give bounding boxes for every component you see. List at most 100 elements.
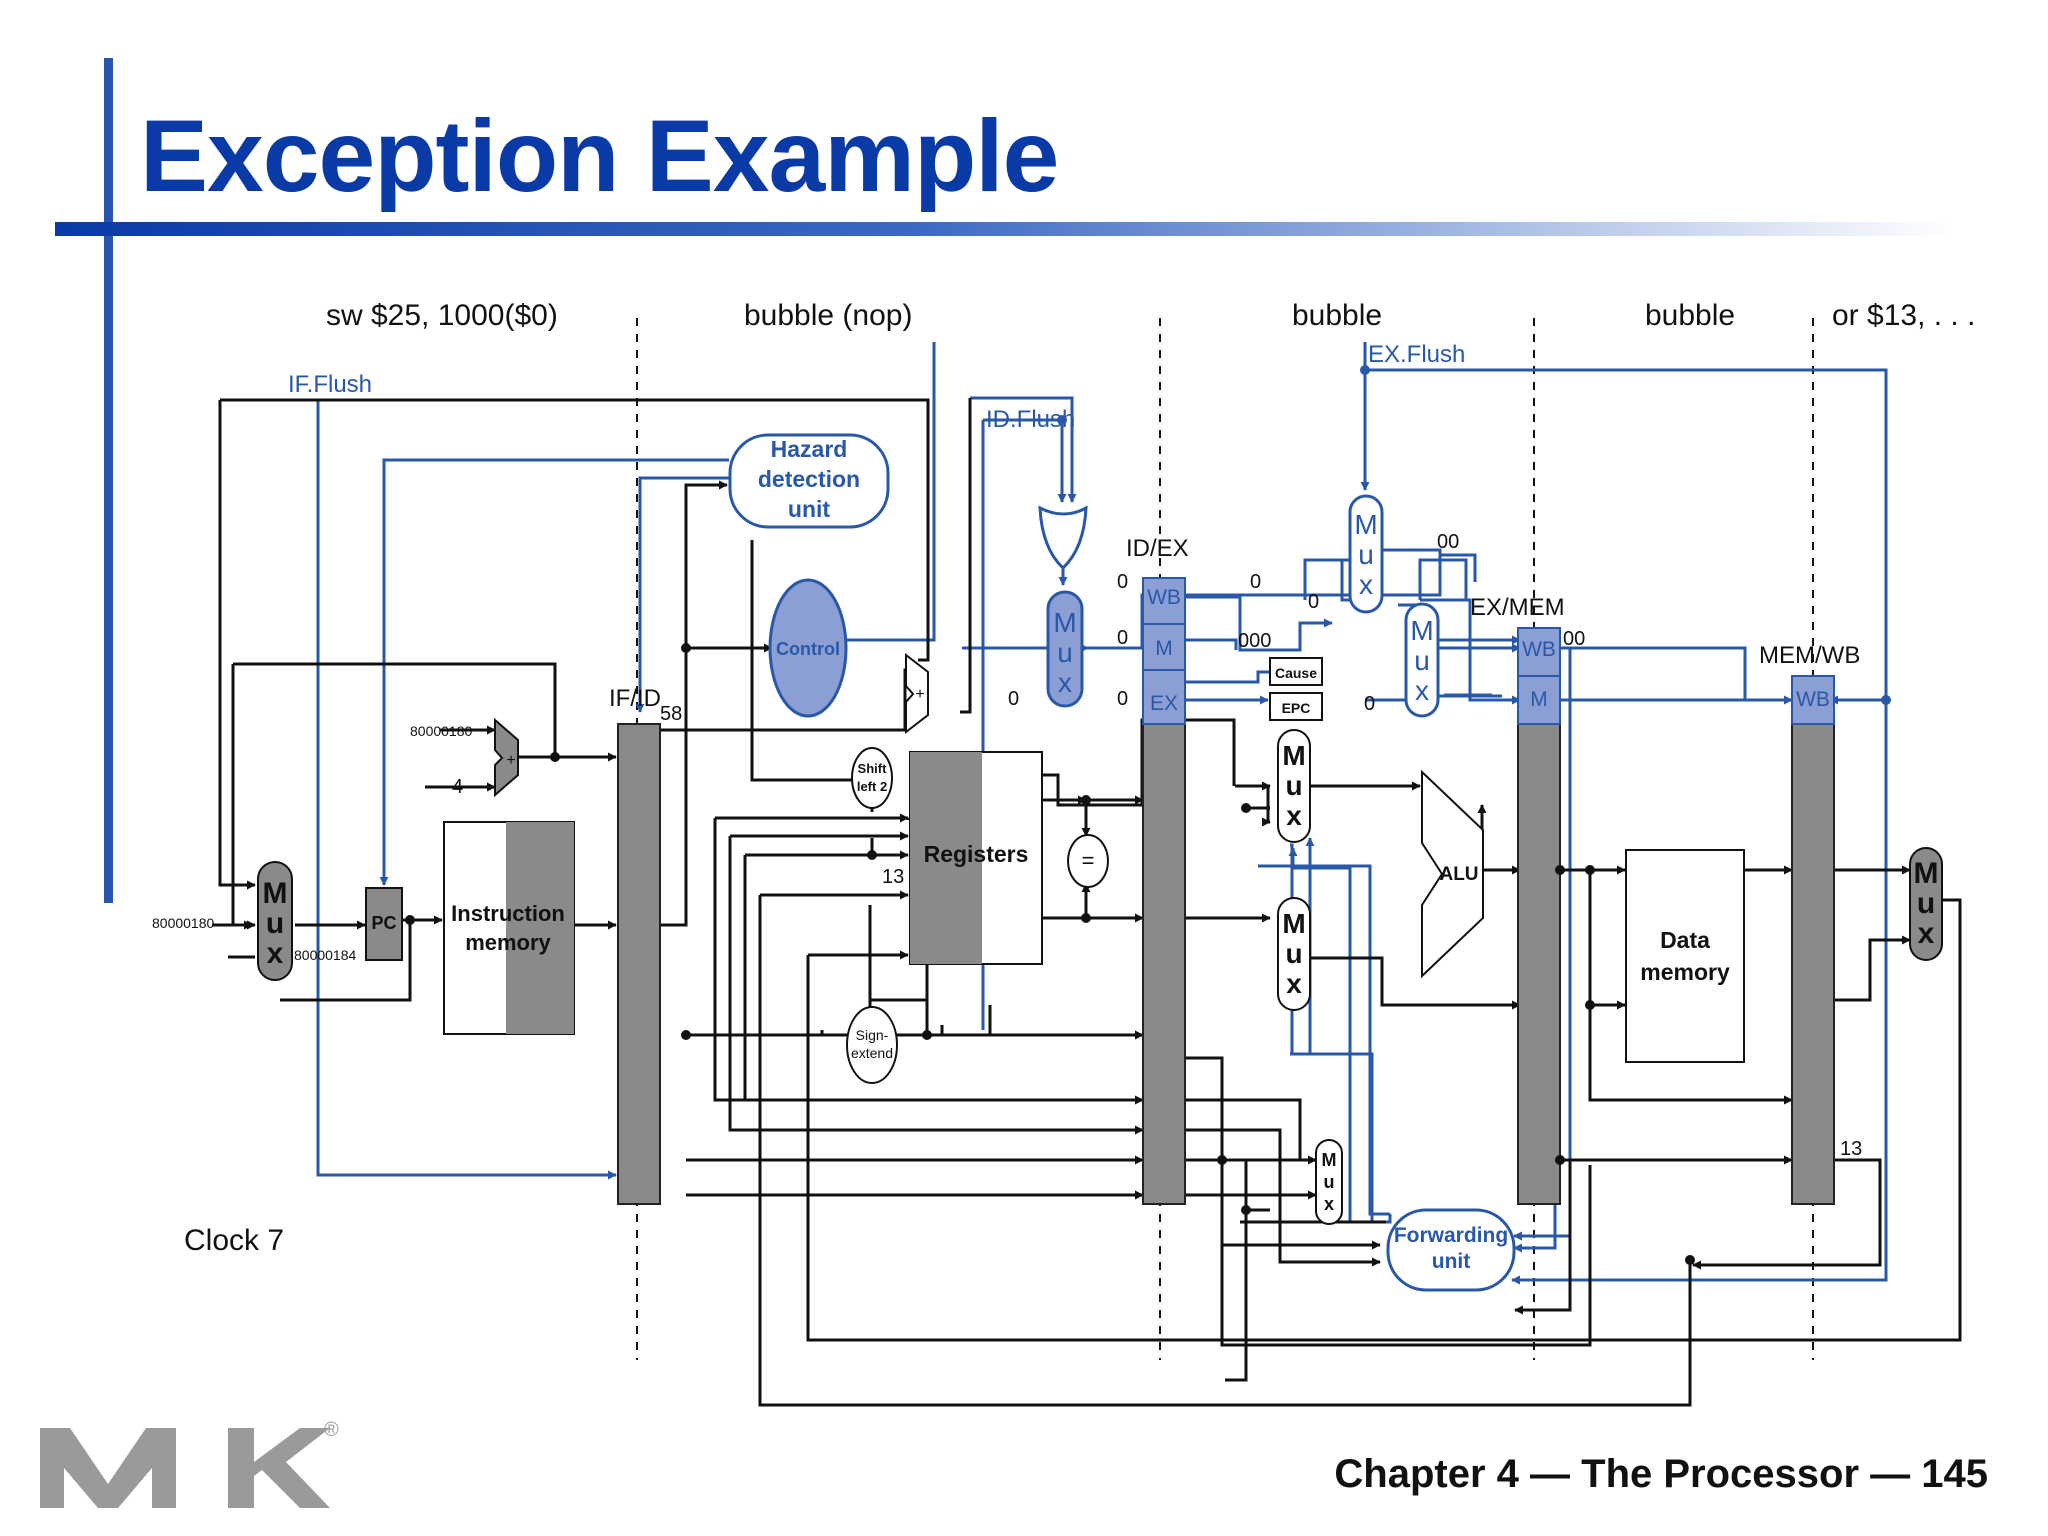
mem-wb-wb-field (1791, 675, 1835, 725)
zero-id-ex-ex: 0 (1117, 688, 1128, 710)
if-id-label: IF/ID (609, 685, 661, 712)
id-ex-ex-label: EX (1150, 692, 1178, 715)
cause-register (1269, 657, 1323, 686)
value-triple-zero: 000 (1238, 630, 1271, 652)
epc-register (1269, 692, 1323, 721)
alu-b-mux-letter-x: x (1286, 968, 1302, 999)
register-destination-mux (1315, 1139, 1343, 1225)
hazard-detection-unit (728, 433, 890, 529)
shift-label-2: left 2 (857, 779, 887, 794)
data-memory-label-1: Data (1660, 927, 1710, 953)
sign-extend-label-2: extend (851, 1045, 893, 1061)
m-flush-mux-letter-x: x (1415, 675, 1429, 706)
pc-adder-plus: + (506, 752, 515, 769)
clock-label: Clock 7 (184, 1224, 284, 1257)
value-thirteen-id: 13 (882, 866, 904, 888)
control-mux-letter-u: u (1057, 637, 1073, 668)
constant-four: 4 (452, 776, 463, 798)
alu (1421, 769, 1484, 979)
exception-address-top: 80000180 (410, 723, 473, 739)
m-flush-mux-letter-u: u (1414, 645, 1430, 676)
forwarding-unit (1386, 1208, 1516, 1292)
stage-label-mem: bubble (1645, 299, 1735, 332)
pc-next-value: 80000184 (294, 947, 357, 963)
stage-label-id: bubble (nop) (744, 299, 912, 332)
alu-a-mux-letter-x: x (1286, 800, 1302, 831)
zero-wb-flush: 0 (1250, 571, 1261, 593)
alu-input-a-mux (1277, 729, 1311, 843)
mem-wb-wb-label: WB (1796, 688, 1830, 711)
pc-mux-letter-x: x (267, 937, 284, 970)
mk-logo (40, 1428, 330, 1508)
pc-adder (494, 717, 519, 798)
control-mux-letter-x: x (1058, 667, 1072, 698)
slide-footer: Chapter 4 — The Processor — 145 (1334, 1452, 1988, 1496)
exception-address-left: 80000180 (152, 915, 215, 931)
value-fifty-eight: 58 (660, 703, 682, 725)
ex-mem-wb-label: WB (1522, 638, 1556, 661)
ex-mem-register (1517, 723, 1561, 1205)
shift-left-2 (851, 747, 893, 809)
pc-label: PC (371, 913, 396, 933)
title-horizontal-rule (55, 222, 1955, 236)
id-ex-wb-label: WB (1147, 586, 1181, 609)
hazard-label-3: unit (788, 496, 830, 522)
epc-label: EPC (1282, 700, 1311, 716)
sign-extend-label-1: Sign- (856, 1027, 889, 1043)
regdst-mux-letter-x: x (1324, 1194, 1334, 1214)
hazard-label-1: Hazard (771, 436, 848, 462)
shift-label-1: Shift (858, 761, 888, 776)
id-ex-register (1142, 723, 1186, 1205)
zero-control-mux: 0 (1008, 688, 1019, 710)
data-memory (1625, 849, 1745, 1063)
wb-mux-letter-m: M (1914, 857, 1939, 890)
alu-a-mux-letter-u: u (1285, 770, 1302, 801)
zero-m-flush-in: 0 (1364, 693, 1375, 715)
mem-wb-label: MEM/WB (1759, 642, 1860, 669)
sign-extend (846, 1006, 898, 1084)
instruction-memory-label-2: memory (465, 930, 551, 955)
ex-mem-label: EX/MEM (1470, 594, 1565, 621)
write-back-mux (1909, 847, 1943, 961)
slide-title: Exception Example (140, 99, 1059, 213)
alu-label: ALU (1439, 864, 1478, 885)
flush-or-gate (1038, 505, 1088, 571)
zero-id-ex-wb: 0 (1117, 571, 1128, 593)
value-double-zero-ex: 00 (1437, 531, 1459, 553)
cause-label: Cause (1275, 665, 1317, 681)
ex-mem-m-field (1517, 675, 1561, 725)
if-flush-label: IF.Flush (288, 371, 372, 398)
data-memory-label-2: memory (1640, 959, 1730, 985)
zero-id-ex-m: 0 (1117, 627, 1128, 649)
id-ex-m-label: M (1155, 637, 1173, 660)
control-mux-letter-m: M (1053, 607, 1076, 638)
stage-label-ex: bubble (1292, 299, 1382, 332)
control-unit (768, 578, 848, 718)
pc-mux-letter-u: u (266, 907, 284, 940)
mem-wb-register (1791, 723, 1835, 1205)
control-mux (1046, 590, 1084, 708)
stage-label-wb: or $13, . . . (1832, 299, 1975, 332)
wb-flush-mux (1348, 494, 1384, 614)
alu-input-b-mux (1277, 897, 1311, 1011)
wb-mux-letter-u: u (1917, 887, 1935, 920)
alu-b-mux-letter-m: M (1282, 908, 1305, 939)
if-id-register (617, 723, 661, 1205)
program-counter (365, 887, 403, 961)
instruction-memory-label-1: Instruction (451, 901, 565, 926)
stage-label-if: sw $25, 1000($0) (326, 299, 558, 332)
alu-b-mux-letter-u: u (1285, 938, 1302, 969)
value-double-zero-mem: 00 (1563, 628, 1585, 650)
forwarding-label-2: unit (1432, 1250, 1470, 1273)
ex-mem-m-label: M (1530, 688, 1548, 711)
registered-mark: ® (324, 1419, 339, 1441)
instruction-memory-shade (506, 822, 574, 1034)
hazard-label-2: detection (758, 466, 860, 492)
forwarding-label-1: Forwarding (1394, 1224, 1508, 1247)
registers-label: Registers (924, 841, 1029, 867)
equality-comparator (1067, 834, 1109, 888)
ex-flush-label: EX.Flush (1368, 341, 1465, 368)
wb-mux-letter-x: x (1918, 917, 1935, 950)
control-label: Control (776, 639, 840, 659)
